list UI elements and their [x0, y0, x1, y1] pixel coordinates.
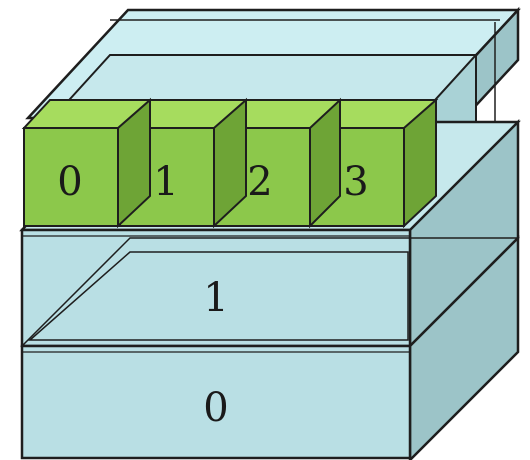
back-panel	[25, 6, 521, 198]
cube-0: 0	[21, 97, 153, 229]
cube-3-label: 3	[343, 159, 368, 205]
layer-0-edge	[414, 351, 519, 456]
cube-1-label: 1	[153, 159, 178, 205]
layer-1-inner-outline	[28, 251, 409, 341]
layer-0-label: 0	[203, 385, 228, 431]
layer-0-front	[20, 344, 412, 460]
layer-0: 0	[20, 234, 520, 460]
cube-2-label: 2	[247, 159, 272, 205]
cube-0-front	[23, 127, 119, 227]
layer-1-label: 1	[203, 275, 228, 321]
cube-0-label: 0	[57, 159, 82, 205]
cube-row: 3 2 1 0	[21, 97, 439, 229]
